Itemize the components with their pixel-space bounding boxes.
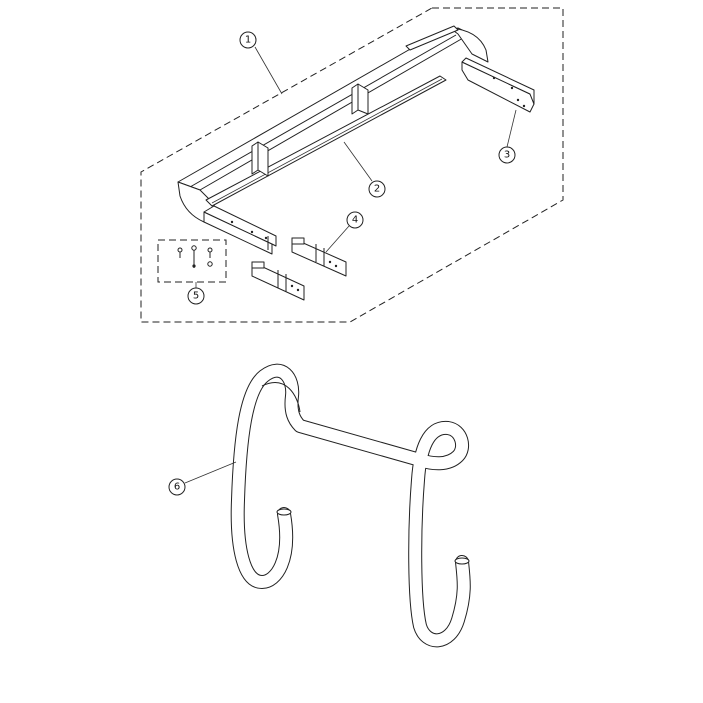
callout-6-label: 6 — [174, 482, 180, 493]
callout-5: 5 — [187, 287, 205, 305]
callout-5-label: 5 — [193, 291, 199, 302]
tube-end-left — [276, 508, 292, 516]
mounting-plates — [251, 237, 347, 301]
callout-1: 1 — [239, 31, 257, 49]
callout-4-label: 4 — [352, 215, 358, 226]
tube-end-right — [454, 557, 470, 565]
upper-tube-extension — [405, 25, 459, 51]
hardware-kit-boundary — [157, 239, 227, 283]
kit-boundary — [140, 7, 564, 323]
right-end-plate — [449, 27, 489, 63]
leader-lines — [184, 46, 517, 484]
callout-1-label: 1 — [245, 35, 251, 46]
callout-3-label: 3 — [504, 150, 510, 161]
callout-2-label: 2 — [374, 184, 380, 195]
callout-3: 3 — [498, 146, 516, 164]
callout-6: 6 — [168, 478, 186, 496]
hardware-kit — [177, 245, 213, 268]
tube-rack — [230, 363, 471, 648]
frame-assembly — [177, 25, 535, 255]
mounting-plate-upper — [291, 237, 347, 277]
center-upright-left — [251, 141, 259, 175]
callout-2: 2 — [368, 180, 386, 198]
callout-4: 4 — [346, 211, 364, 229]
center-upright-right — [351, 83, 359, 115]
